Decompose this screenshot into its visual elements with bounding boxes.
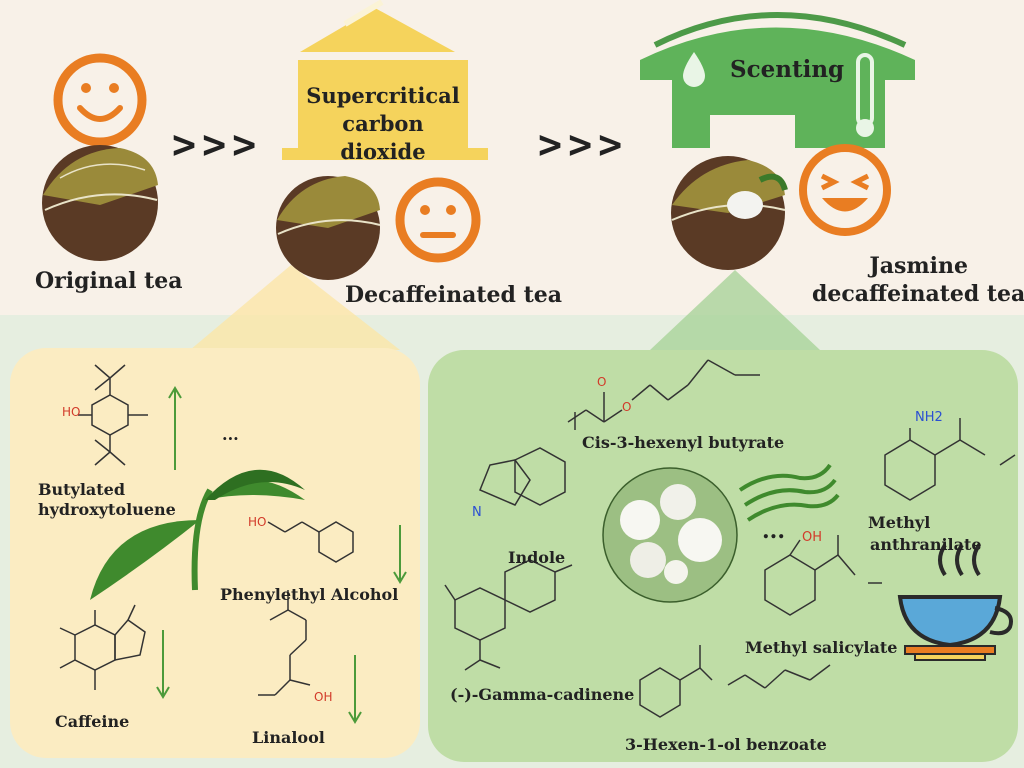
sprout-icon	[90, 469, 305, 600]
neutral-face-icon	[395, 177, 481, 263]
caffeine-label: Caffeine	[55, 712, 130, 731]
tea-ball-icon-decaf	[276, 176, 381, 280]
original-tea-label: Original tea	[35, 268, 183, 294]
bht-label-line-2: hydroxytoluene	[38, 500, 176, 519]
supercritical-box-text: Supercritical carbon dioxide	[298, 82, 468, 166]
supercritical-line-1: Supercritical	[306, 83, 460, 108]
decaffeinated-tea-label: Decaffeinated tea	[345, 282, 563, 308]
jasmine-label-line-2: decaffeinated tea	[812, 281, 1024, 307]
teacup-icon	[897, 543, 1013, 661]
methyl-salicylate-label: Methyl salicylate	[745, 638, 898, 657]
atom-oh-salicylate: OH	[802, 530, 823, 545]
atom-o-butyrate-ester: O	[622, 400, 632, 414]
methyl-anthranilate-structure	[884, 418, 1016, 501]
bht-label-line-1: Butylated	[38, 480, 126, 499]
indole-label: Indole	[508, 548, 566, 567]
jasmine-decaf-label: Jasmine decaffeinated tea	[812, 252, 1024, 308]
supercritical-line-2: carbon dioxide	[340, 111, 426, 164]
left-panel-bg	[10, 348, 420, 758]
scenting-house-icon	[640, 12, 915, 148]
indole-structure	[479, 447, 566, 506]
phenylethyl-alcohol-label: Phenylethyl Alcohol	[220, 585, 399, 604]
jasmine-label-line-1: Jasmine	[869, 253, 968, 279]
cis-3-hexenyl-butyrate-structure	[567, 359, 760, 430]
atom-ho-bht: HO	[62, 405, 81, 419]
scenting-label: Scenting	[730, 56, 845, 83]
gamma-cadinene-label: (-)-Gamma-cadinene	[450, 685, 635, 704]
supercritical-box-icon	[282, 0, 488, 160]
cis-3-hexenyl-butyrate-label: Cis-3-hexenyl butyrate	[582, 433, 785, 452]
linalool-label: Linalool	[252, 728, 325, 747]
atom-ho-phenylethyl: HO	[248, 515, 267, 529]
left-ellipsis: ...	[222, 425, 239, 444]
atom-oh-linalool: OH	[314, 690, 333, 704]
atom-nh2: NH2	[915, 410, 943, 425]
yellow-beam	[190, 265, 400, 350]
methyl-salicylate-structure	[764, 535, 882, 616]
phenylethyl-alcohol-structure	[267, 521, 354, 563]
hexenol-benzoate-structure	[639, 645, 831, 718]
green-beam	[650, 270, 820, 350]
tea-ball-icon-original	[42, 145, 158, 261]
gamma-cadinene-structure	[444, 559, 573, 671]
laughing-face-icon	[799, 144, 891, 236]
linalool-structure	[258, 590, 311, 696]
process-arrow-1: >>>	[172, 122, 263, 168]
caffeine-structure	[59, 604, 146, 690]
happy-face-icon	[53, 53, 147, 147]
tea-ball-icon-jasmine	[671, 156, 788, 270]
jasmine-flower-image	[602, 467, 738, 603]
right-ellipsis: ...	[762, 518, 785, 544]
atom-n-indole: N	[472, 505, 482, 520]
methyl-anthranilate-label-2: anthranilate	[870, 535, 982, 554]
bht-structure	[78, 364, 148, 466]
hexenol-benzoate-label: 3-Hexen-1-ol benzoate	[625, 735, 827, 754]
scent-waves-icon	[738, 463, 840, 522]
methyl-anthranilate-label-1: Methyl	[868, 513, 931, 532]
process-arrow-2: >>>	[538, 122, 629, 168]
atom-o-butyrate: O	[597, 375, 607, 389]
water-drop-icon	[683, 52, 705, 87]
